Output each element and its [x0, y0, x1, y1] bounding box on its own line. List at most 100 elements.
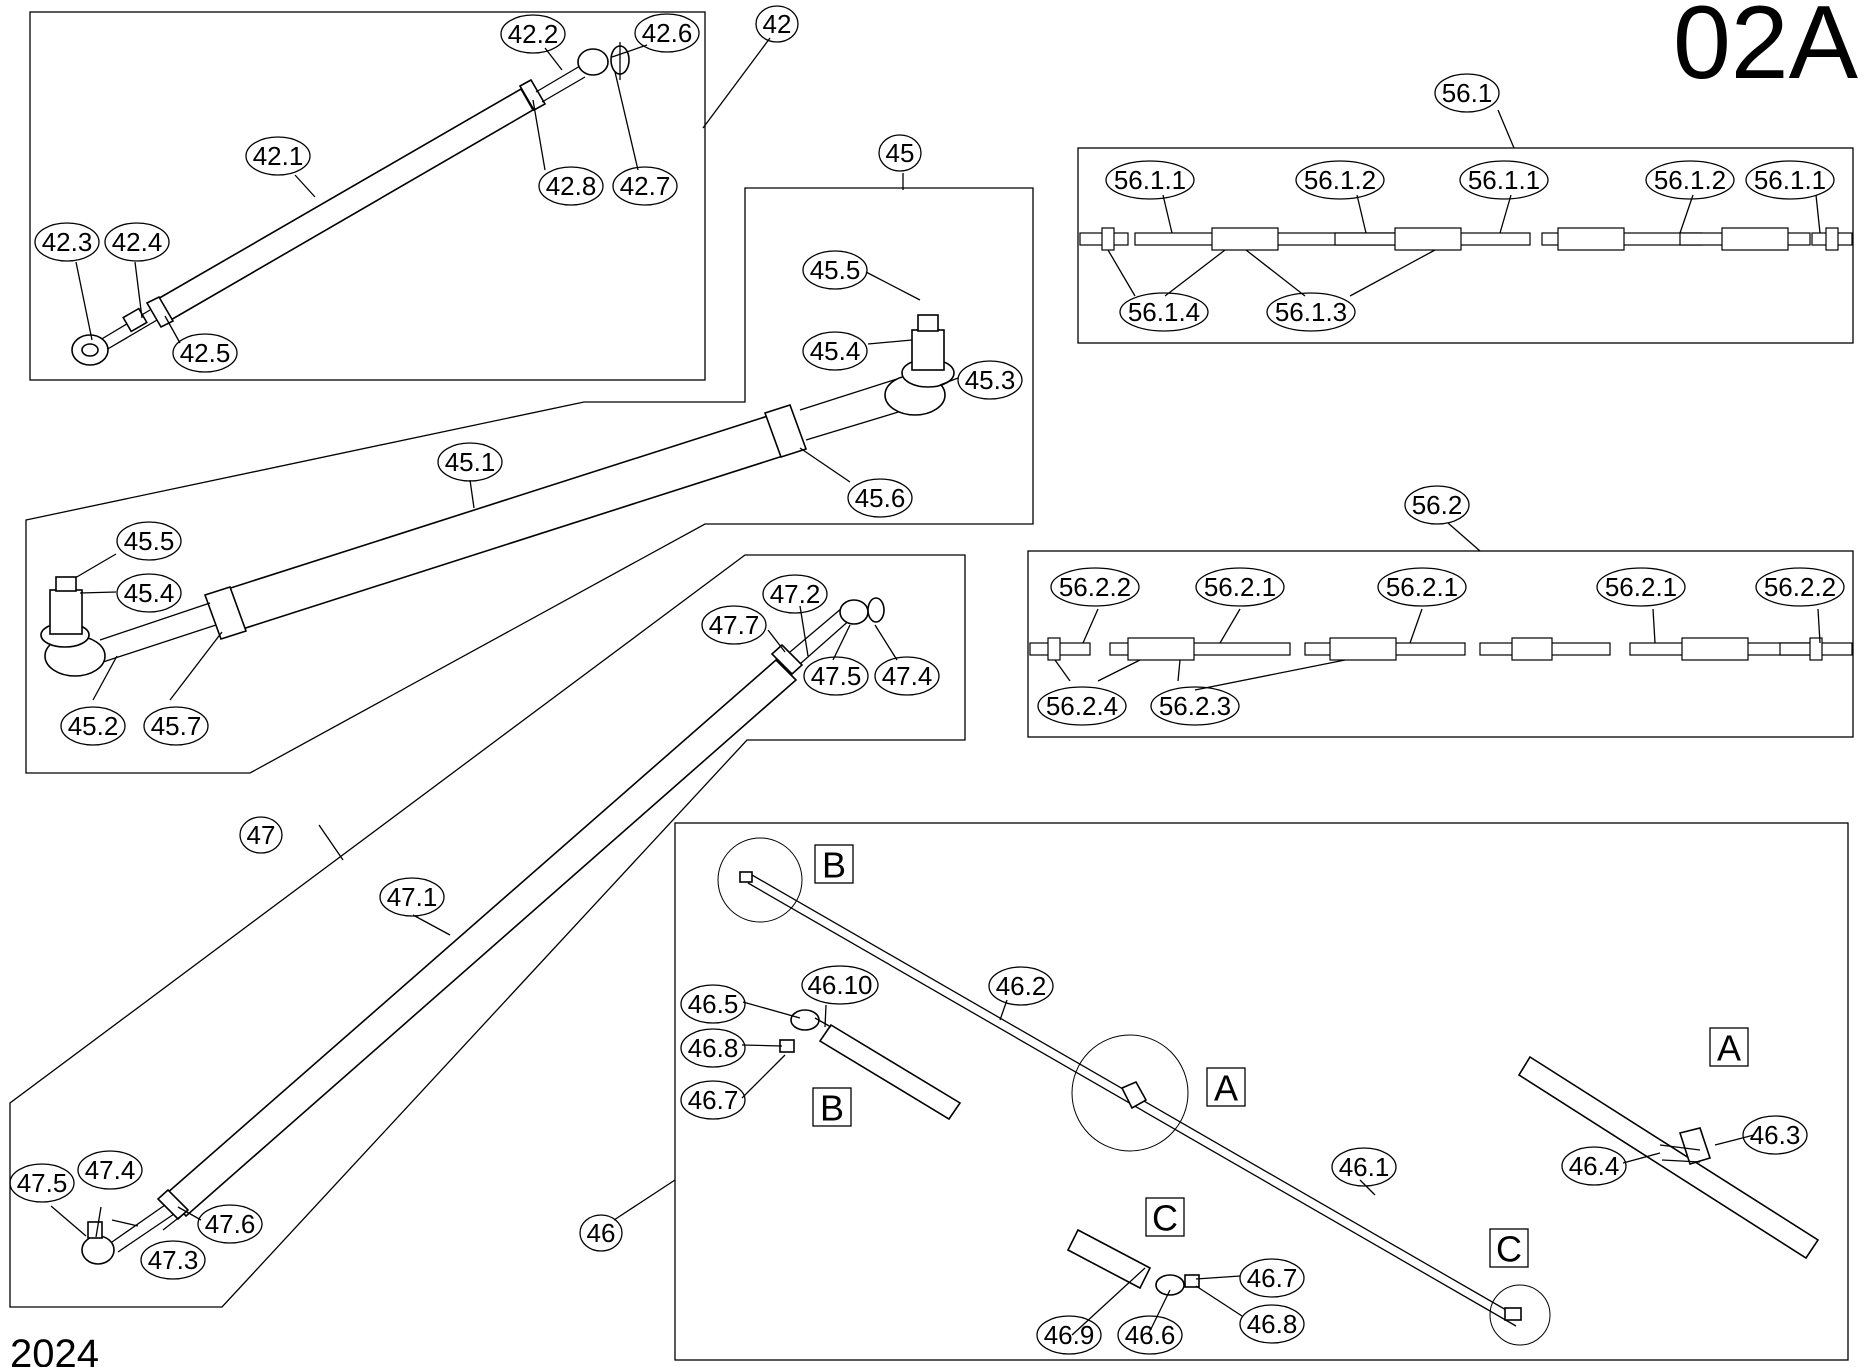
svg-text:45.6: 45.6	[855, 483, 906, 513]
svg-text:45.5: 45.5	[124, 526, 175, 556]
callout-56-1-3: 56.1.3	[1266, 292, 1356, 332]
callout-46-1: 46.1	[1331, 1147, 1397, 1187]
callout-46-7: 46.7	[1239, 1258, 1305, 1298]
callout-46-5: 46.5	[680, 984, 746, 1024]
svg-text:46.1: 46.1	[1339, 1152, 1390, 1182]
callout-45-6: 45.6	[847, 478, 913, 518]
svg-text:45.1: 45.1	[445, 447, 496, 477]
svg-text:56.2.4: 56.2.4	[1046, 691, 1118, 721]
callout-45-1: 45.1	[437, 442, 503, 482]
frame-group-56-1	[1077, 147, 1854, 344]
svg-text:42.5: 42.5	[180, 338, 231, 368]
svg-text:46.7: 46.7	[1247, 1263, 1298, 1293]
svg-text:A: A	[1214, 1068, 1238, 1109]
callout-46-8: 46.8	[1239, 1304, 1305, 1344]
callout-46-6: 46.6	[1117, 1315, 1183, 1355]
callout-47-1: 47.1	[379, 877, 445, 917]
callout-45-5: 45.5	[802, 250, 868, 290]
callout-56-2-1: 56.2.1	[1596, 567, 1686, 607]
svg-text:42.8: 42.8	[546, 171, 597, 201]
callout-56-1-1: 56.1.1	[1105, 160, 1195, 200]
leader-lines	[50, 37, 1821, 1336]
callout-47-2: 47.2	[762, 574, 828, 614]
svg-text:A: A	[1717, 1028, 1741, 1069]
svg-text:56.1.1: 56.1.1	[1754, 165, 1826, 195]
svg-text:47.1: 47.1	[387, 882, 438, 912]
hose-set-56-2	[1029, 637, 1853, 661]
svg-text:47.5: 47.5	[17, 1168, 68, 1198]
svg-text:56.1.4: 56.1.4	[1128, 297, 1200, 327]
callout-bubbles: 42 42.1 42.2 42.3 42.4 42.5 42.6 42.7 42…	[9, 5, 1845, 1355]
svg-text:42.2: 42.2	[508, 19, 559, 49]
callout-42-6: 42.6	[634, 13, 700, 53]
svg-text:42.6: 42.6	[642, 18, 693, 48]
callout-47-5: 47.5	[803, 656, 869, 696]
detail-label-b: B	[814, 844, 854, 886]
svg-text:47.4: 47.4	[882, 661, 933, 691]
callout-56-1-1: 56.1.1	[1745, 160, 1835, 200]
callout-42-5: 42.5	[172, 333, 238, 373]
hose-set-56-1	[1079, 227, 1853, 251]
svg-text:45.4: 45.4	[124, 578, 175, 608]
frame-group-45	[25, 187, 1034, 774]
callout-56-1-2: 56.1.2	[1295, 160, 1385, 200]
svg-text:56.1.2: 56.1.2	[1304, 165, 1376, 195]
callout-56-2-2: 56.2.2	[1755, 567, 1845, 607]
svg-text:42: 42	[763, 9, 792, 39]
svg-text:C: C	[1152, 1198, 1178, 1239]
svg-text:46: 46	[587, 1218, 616, 1248]
callout-42-3: 42.3	[34, 222, 100, 262]
svg-text:47.5: 47.5	[811, 661, 862, 691]
svg-text:46.8: 46.8	[1247, 1309, 1298, 1339]
svg-text:56.2.2: 56.2.2	[1059, 572, 1131, 602]
svg-text:45.3: 45.3	[965, 365, 1016, 395]
svg-text:56.1.2: 56.1.2	[1654, 165, 1726, 195]
svg-text:46.10: 46.10	[807, 970, 872, 1000]
svg-text:56.1: 56.1	[1442, 78, 1493, 108]
footer-year: 2024	[10, 1332, 99, 1367]
callout-45-4: 45.4	[802, 331, 868, 371]
svg-text:56.1.1: 56.1.1	[1114, 165, 1186, 195]
callout-47-6: 47.6	[197, 1204, 263, 1244]
detail-label-b: B	[812, 1087, 852, 1129]
callout-47-3: 47.3	[140, 1240, 206, 1280]
callout-56-2-1: 56.2.1	[1195, 567, 1285, 607]
callout-45-2: 45.2	[60, 706, 126, 746]
callout-47-7: 47.7	[701, 605, 767, 645]
svg-text:42.3: 42.3	[42, 227, 93, 257]
callout-46: 46	[579, 1214, 623, 1252]
svg-text:47.2: 47.2	[770, 579, 821, 609]
detail-label-a: A	[1206, 1067, 1246, 1109]
callout-46-3: 46.3	[1742, 1115, 1808, 1155]
callout-56-1-1: 56.1.1	[1459, 160, 1549, 200]
callout-56-2-4: 56.2.4	[1037, 686, 1127, 726]
svg-text:46.2: 46.2	[996, 971, 1047, 1001]
callout-42-1: 42.1	[245, 136, 311, 176]
callout-42-7: 42.7	[612, 166, 678, 206]
svg-text:56.1.1: 56.1.1	[1468, 165, 1540, 195]
callout-42-2: 42.2	[500, 14, 566, 54]
svg-text:56.2.2: 56.2.2	[1764, 572, 1836, 602]
detail-label-a: A	[1709, 1027, 1749, 1069]
tie-rod-46	[717, 837, 1820, 1346]
detail-label-c: C	[1489, 1228, 1529, 1270]
svg-text:56.1.3: 56.1.3	[1275, 297, 1347, 327]
svg-text:47.6: 47.6	[205, 1209, 256, 1239]
callout-56-2: 56.2	[1404, 485, 1470, 525]
svg-text:45.2: 45.2	[68, 711, 119, 741]
svg-text:45.5: 45.5	[810, 255, 861, 285]
callout-56-1-4: 56.1.4	[1119, 292, 1209, 332]
svg-text:56.2.1: 56.2.1	[1204, 572, 1276, 602]
svg-text:47: 47	[247, 820, 276, 850]
callout-56-2-2: 56.2.2	[1050, 567, 1140, 607]
callout-42-4: 42.4	[104, 222, 170, 262]
svg-text:C: C	[1496, 1229, 1522, 1270]
svg-text:45.7: 45.7	[151, 711, 202, 741]
callout-45-4: 45.4	[116, 573, 182, 613]
svg-text:B: B	[820, 1088, 844, 1129]
callout-56-1-2: 56.1.2	[1645, 160, 1735, 200]
callout-45-3: 45.3	[957, 360, 1023, 400]
callout-56-2-1: 56.2.1	[1377, 567, 1467, 607]
tie-rod-42	[71, 42, 630, 366]
